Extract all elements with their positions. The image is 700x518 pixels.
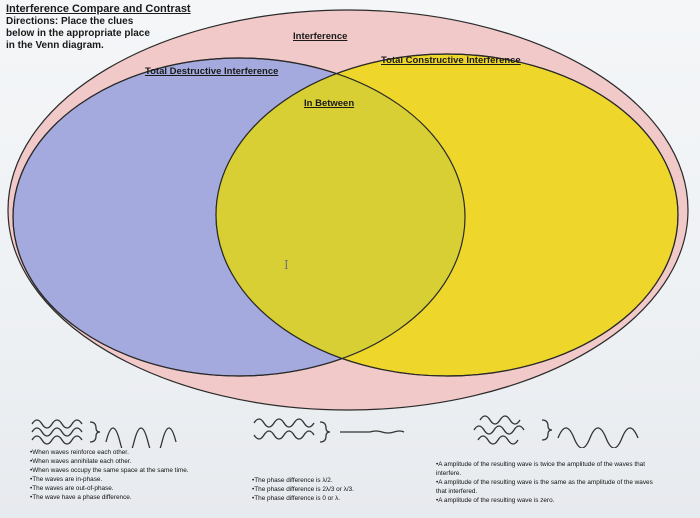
constructive-wave-sum-icon [31, 419, 177, 448]
list-item: •The phase difference is 2λ/3 or λ/3. [252, 486, 354, 493]
list-item: •The waves are out-of-phase. [30, 485, 114, 492]
clue-list-middle: •The phase difference is λ/2. •The phase… [252, 476, 354, 503]
directions-line-2: below in the appropriate place [6, 28, 150, 39]
list-item: •The wave have a phase difference. [30, 494, 132, 501]
list-item: •A amplitude of the resulting wave is ze… [436, 497, 555, 504]
list-item: •The phase difference is 0 or λ. [252, 495, 341, 502]
list-item: •The waves are in-phase. [30, 476, 103, 483]
list-item: •When waves reinforce each other. [30, 449, 129, 456]
destructive-label: Total Destructive Interference [145, 66, 279, 77]
directions-line-1: Directions: Place the clues [6, 16, 134, 27]
overlap-region [216, 58, 465, 376]
text-cursor-icon: I [284, 258, 289, 272]
worksheet-title: Interference Compare and Contrast [6, 3, 191, 15]
destructive-wave-sum-icon [473, 415, 639, 448]
constructive-label: Total Constructive Interference [381, 55, 521, 66]
list-item: •When waves occupy the same space at the… [30, 467, 189, 474]
clue-list-left: •When waves reinforce each other. •When … [30, 448, 189, 502]
directions-line-3: in the Venn diagram. [6, 40, 104, 51]
in-between-label: In Between [304, 98, 355, 109]
clue-list-right: •A amplitude of the resulting wave is tw… [436, 460, 664, 505]
list-item: •A amplitude of the resulting wave is th… [436, 479, 653, 495]
list-item: •When waves annihilate each other. [30, 458, 132, 465]
list-item: •A amplitude of the resulting wave is tw… [436, 461, 645, 477]
worksheet-header: Interference Compare and Contrast Direct… [6, 3, 196, 52]
mixed-wave-sum-icon [253, 418, 405, 443]
list-item: •The phase difference is λ/2. [252, 477, 333, 484]
interference-label: Interference [293, 31, 348, 42]
